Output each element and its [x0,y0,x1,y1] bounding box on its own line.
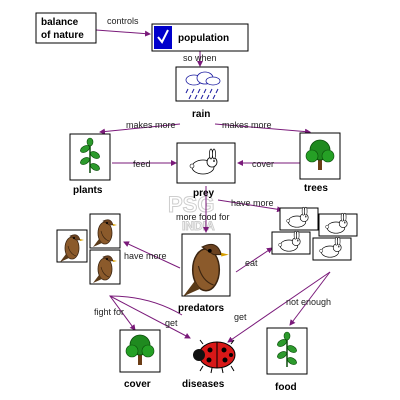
plants-label: plants [73,185,103,196]
edge-label-fight-for: fight for [94,307,124,317]
node-prey: prey [176,142,236,199]
node-diseases: diseases [182,339,236,390]
balance-line1: balance [41,17,79,28]
edge-makes-more-trees [214,123,311,135]
balance-box [35,12,97,44]
watermark-brand: PSG [168,192,214,217]
node-food: food [266,327,308,393]
edge-label-cover: cover [252,159,274,169]
rain-label: rain [192,109,210,120]
edge-label-not-enough: not enough [286,297,331,307]
node-plants: plants [69,133,111,196]
edges: controls so when makes more makes more f… [94,16,331,343]
edge-have-more-prey [217,199,283,213]
edge-label-makes-more-right: makes more [222,120,272,130]
edge-label-get-right: get [234,312,247,322]
node-predators: predators [178,233,231,314]
edge-get-left [109,295,191,339]
checkmark-icon [154,26,172,49]
population-label: population [178,33,229,44]
bird-group [56,213,121,285]
rain-cloud-icon [185,71,221,100]
diseases-label: diseases [182,379,225,390]
edge-label-get-left: get [165,318,178,328]
edge-label-more-food-for: more food for [176,212,230,222]
edge-label-controls: controls [107,16,139,26]
edge-label-have-more-prey: have more [231,198,274,208]
edge-not-enough [289,271,331,326]
trees-label: trees [304,183,328,194]
edge-label-have-more-predators: have more [124,251,167,261]
node-trees: trees [299,132,341,194]
node-rain: rain [175,66,229,120]
edge-get-right [227,271,331,343]
edge-have-more-predators [123,241,181,269]
edge-makes-more-plants [99,123,181,135]
node-population: population [151,23,249,52]
node-balance-of-nature: balance of nature [35,12,97,44]
edge-label-eat: eat [245,258,258,268]
prey-label: prey [193,188,215,199]
balance-line2: of nature [41,30,84,41]
cover-label: cover [124,379,151,390]
edge-label-feed: feed [133,159,151,169]
edge-label-so-when: so when [183,53,217,63]
edge-label-makes-more-left: makes more [126,120,176,130]
predators-label: predators [178,303,225,314]
edge-eat [235,247,273,273]
food-label: food [275,382,297,393]
ladybug-icon [193,339,236,374]
node-cover: cover [119,329,161,390]
edge-controls [95,29,151,37]
rabbit-group [271,206,358,261]
